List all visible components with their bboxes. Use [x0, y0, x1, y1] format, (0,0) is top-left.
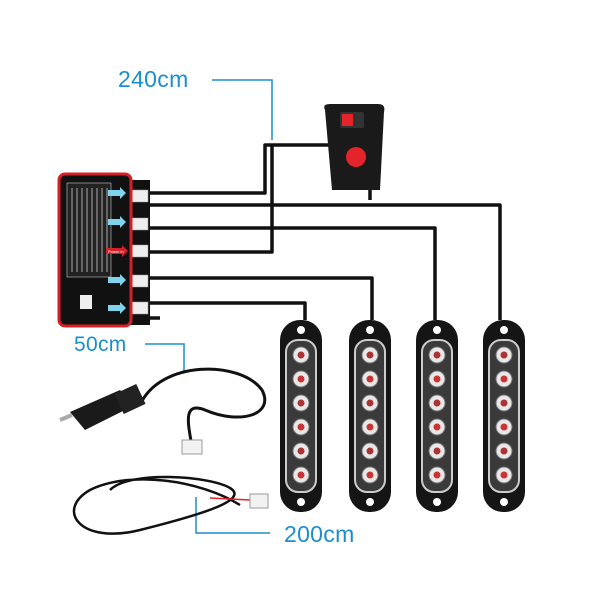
power-wire: [72, 475, 269, 535]
cable-switch-bottom: [150, 145, 274, 254]
dimension-leaders: [145, 79, 273, 534]
cable-switch-top: [150, 140, 342, 195]
control-box: Power in: [57, 172, 150, 328]
light-bars: [280, 320, 525, 512]
switch-button: [346, 147, 366, 167]
label-200cm: 200cm: [284, 521, 355, 547]
rocker-switch: [324, 104, 385, 190]
power-in-label: Power in: [108, 249, 124, 254]
light-bar-1: [280, 320, 322, 512]
label-50cm: 50cm: [74, 333, 127, 356]
cigarette-plug: [59, 367, 267, 455]
cable-light-2: [150, 276, 374, 320]
plug-connector: [181, 439, 203, 455]
cables: [150, 140, 502, 320]
light-bar-4: [483, 320, 525, 512]
light-bar-2: [349, 320, 391, 512]
cable-light-4: [150, 203, 502, 320]
cable-light-1: [150, 301, 307, 320]
cable-light-3: [150, 226, 437, 320]
label-240cm: 240cm: [118, 66, 189, 92]
light-bar-3: [416, 320, 458, 512]
